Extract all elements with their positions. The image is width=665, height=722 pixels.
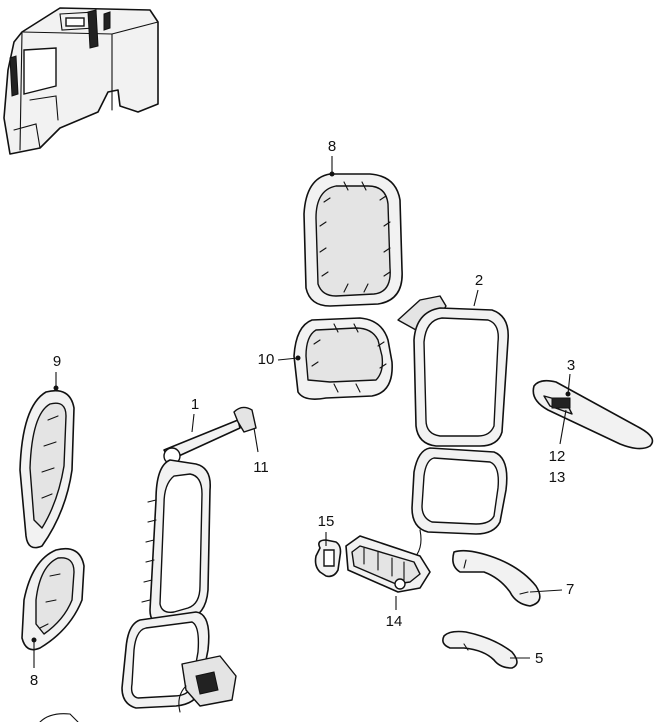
callout-10: 10 [258,351,275,368]
leader-lines [31,156,571,668]
callout-14: 14 [386,613,403,630]
callout-11: 11 [253,459,269,476]
callout-12: 12 [549,448,566,465]
side-cover-lower [21,547,85,651]
callout-1: 1 [191,396,199,413]
mirror-motor-unit [345,535,431,593]
callout-15: 15 [318,513,335,530]
complete-mirror-assembly [121,406,257,713]
mirror-cover-frame-upper [303,173,403,307]
truck-cab-thumbnail [3,7,159,155]
callout-2: 2 [475,272,483,289]
main-mirror-assembly [397,295,509,561]
callout-9: 8 [30,672,38,689]
small-cover [442,630,518,669]
side-lamp [532,379,654,450]
callout-8-left: 9 [53,353,61,370]
gasket [314,539,342,578]
callout-3: 3 [567,357,575,374]
partial-part-edge [39,713,79,722]
callout-13: 13 [549,469,566,486]
mirror-cover-lower [293,317,393,400]
callout-8-upper: 8 [328,138,336,155]
callout-5: 5 [535,650,543,667]
lower-cover [452,549,541,607]
callout-7: 7 [566,581,574,598]
side-cover-left [19,389,75,549]
callout-labels: 8 2 3 12 13 7 5 14 15 10 1 11 9 8 [30,138,575,689]
